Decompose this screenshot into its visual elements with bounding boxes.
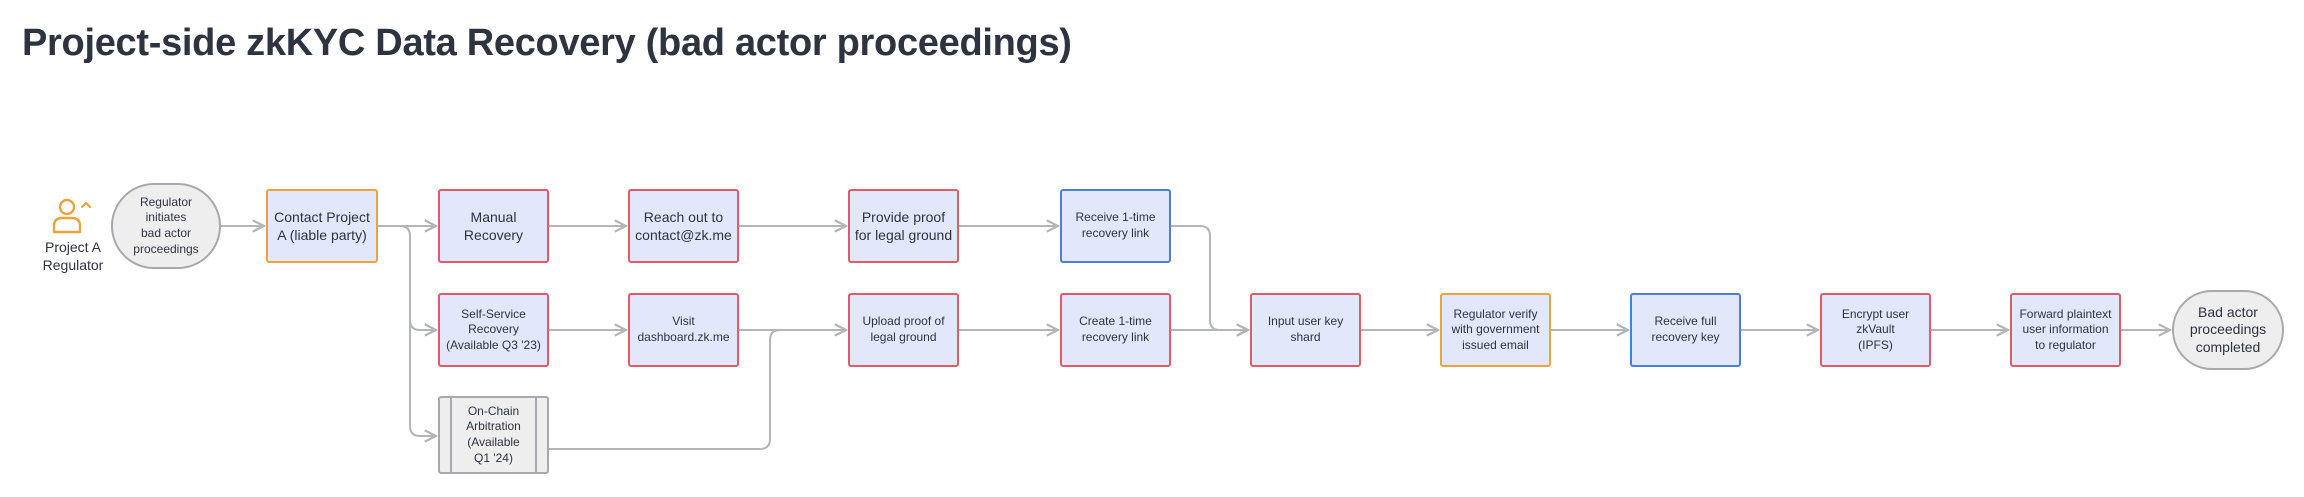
node-text-line: to regulator bbox=[2035, 337, 2096, 352]
node-text-line: with government bbox=[1451, 322, 1540, 337]
node-text-line: initiates bbox=[145, 210, 187, 225]
node-text-line: Receive 1-time bbox=[1075, 210, 1156, 225]
node-manual-recovery[interactable]: Manual Recovery bbox=[438, 189, 549, 263]
node-onchain-arbitration[interactable]: On-Chain Arbitration (Available Q1 '24) bbox=[438, 396, 549, 474]
page-title: Project-side zkKYC Data Recovery (bad ac… bbox=[22, 22, 1072, 64]
node-text-line: proceedings bbox=[133, 241, 199, 256]
node-create-link[interactable]: Create 1-time recovery link bbox=[1060, 293, 1171, 367]
node-text-line: Arbitration bbox=[466, 419, 521, 434]
node-text-line: for legal ground bbox=[854, 227, 953, 243]
node-text-line: Recovery bbox=[463, 227, 524, 243]
node-text-line: A (liable party) bbox=[277, 227, 367, 243]
node-text-line: Manual bbox=[470, 208, 517, 225]
node-text-line: Visit bbox=[672, 314, 695, 329]
node-text-line: Encrypt user bbox=[1841, 306, 1910, 321]
node-text-line: Receive full bbox=[1654, 314, 1717, 329]
node-text-line: user information bbox=[2022, 322, 2109, 337]
edge-onchain-upload bbox=[549, 329, 781, 450]
node-text-line: Contact Project bbox=[274, 208, 370, 225]
node-text-line: contact@zk.me bbox=[635, 227, 732, 243]
node-text-line: recovery key bbox=[1651, 330, 1720, 344]
node-text-line: issued email bbox=[1462, 337, 1529, 352]
node-visit-dashboard[interactable]: Visit dashboard.zk.me bbox=[628, 293, 739, 367]
node-text-line: recovery link bbox=[1081, 226, 1150, 240]
node-text-line: Create 1-time bbox=[1079, 314, 1152, 329]
node-encrypt-zkvault[interactable]: Encrypt user zkVault (IPFS) bbox=[1820, 293, 1931, 367]
node-regulator-initiates[interactable]: Regulator initiates bad actor proceeding… bbox=[111, 183, 221, 269]
node-provide-proof[interactable]: Provide proof for legal ground bbox=[848, 189, 959, 263]
node-text-line: completed bbox=[2195, 338, 2261, 355]
actor-label-line1: Project A bbox=[44, 239, 102, 255]
node-text-line: Q1 '24) bbox=[474, 450, 513, 465]
node-text-line: Provide proof bbox=[861, 208, 946, 225]
node-regulator-verify[interactable]: Regulator verify with government issued … bbox=[1440, 293, 1551, 367]
node-text-line: Bad actor bbox=[2198, 303, 2258, 320]
node-text-line: Regulator verify bbox=[1453, 306, 1538, 321]
node-text-line: (Available bbox=[467, 435, 520, 449]
node-text-line: Input user key bbox=[1267, 314, 1344, 329]
edge-receivelink-input bbox=[1171, 225, 1248, 330]
node-text-line: Self-Service bbox=[461, 306, 526, 321]
node-text-line: Reach out to bbox=[643, 208, 724, 225]
node-text-line: (IPFS) bbox=[1858, 337, 1893, 352]
chevron-up-icon bbox=[80, 201, 92, 209]
node-text-line: Recovery bbox=[468, 322, 519, 337]
node-text-line: recovery link bbox=[1081, 330, 1150, 344]
person-icon bbox=[52, 198, 92, 234]
node-text-line: bad actor bbox=[140, 226, 192, 240]
node-receive-link[interactable]: Receive 1-time recovery link bbox=[1060, 189, 1171, 263]
node-text-line: dashboard.zk.me bbox=[637, 330, 730, 344]
node-text-line: legal ground bbox=[870, 330, 937, 344]
node-text-line: Forward plaintext bbox=[2019, 306, 2112, 321]
node-forward-plaintext[interactable]: Forward plaintext user information to re… bbox=[2010, 293, 2121, 367]
node-contact-project[interactable]: Contact Project A (liable party) bbox=[266, 189, 378, 263]
node-text-line: zkVault bbox=[1856, 322, 1895, 337]
actor-label-line2: Regulator bbox=[42, 256, 104, 273]
edge-contact-selfservice bbox=[378, 225, 436, 330]
edge-contact-onchain bbox=[409, 320, 436, 436]
node-reach-out[interactable]: Reach out to contact@zk.me bbox=[628, 189, 739, 263]
node-upload-proof[interactable]: Upload proof of legal ground bbox=[848, 293, 959, 367]
node-text-line: proceedings bbox=[2189, 321, 2267, 338]
node-receive-full-key[interactable]: Receive full recovery key bbox=[1630, 293, 1741, 367]
node-text-line: Upload proof of bbox=[862, 314, 945, 329]
node-text-line: (Available Q3 '23) bbox=[446, 337, 541, 352]
actor-project-a-regulator: Project A Regulator bbox=[38, 196, 108, 274]
node-input-key-shard[interactable]: Input user key shard bbox=[1250, 293, 1361, 367]
node-text-line: On-Chain bbox=[467, 403, 520, 418]
node-self-service-recovery[interactable]: Self-Service Recovery (Available Q3 '23) bbox=[438, 293, 549, 367]
node-text-line: shard bbox=[1290, 330, 1321, 344]
node-proceedings-completed[interactable]: Bad actor proceedings completed bbox=[2172, 290, 2284, 370]
node-text-line: Regulator bbox=[139, 194, 192, 209]
